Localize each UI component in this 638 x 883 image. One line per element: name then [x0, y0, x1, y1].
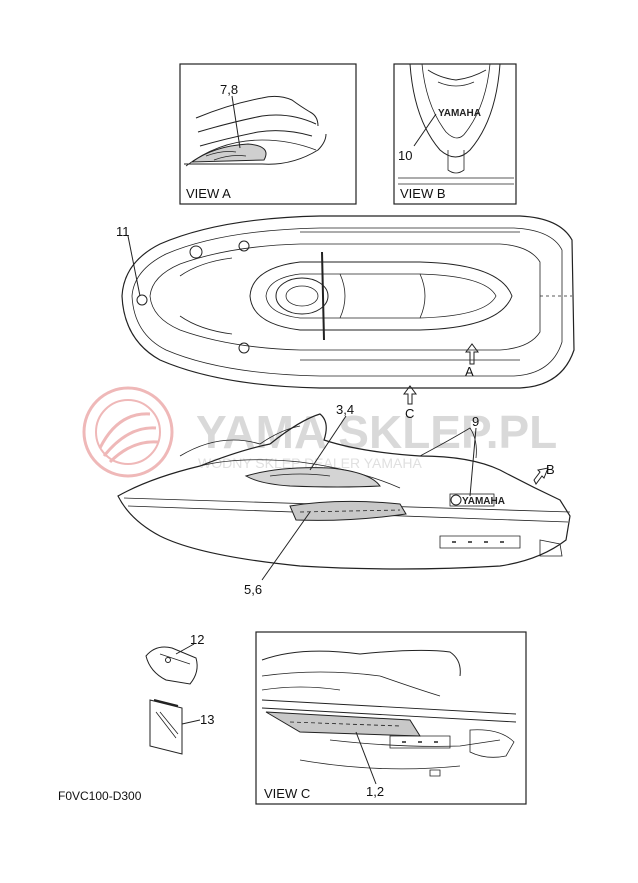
side-view-craft: YAMAHA 3,4 9 5,6 B [117, 402, 571, 597]
part-12-sticker: 12 [145, 632, 204, 685]
decal-3-4 [244, 467, 381, 488]
view-a-label: VIEW A [186, 186, 231, 201]
callout-7-8: 7,8 [220, 82, 238, 97]
view-b-logo: YAMAHA [438, 108, 481, 119]
top-view-craft: 11 A C [116, 215, 575, 421]
callout-5-6: 5,6 [244, 582, 262, 597]
callout-10: 10 [398, 148, 412, 163]
callout-12: 12 [190, 632, 204, 647]
view-b-panel: YAMAHA 10 VIEW B [393, 63, 517, 205]
view-a-decal [190, 143, 267, 163]
callout-11: 11 [116, 224, 130, 239]
arrow-b-label: B [546, 462, 555, 477]
callout-13: 13 [200, 712, 214, 727]
decal-5-6 [289, 500, 407, 521]
arrow-a [465, 343, 479, 365]
watermark: YAMA SKLEP.PL WODNY SKLEP DEALER YAMAHA [82, 386, 557, 478]
arrow-a-label: A [465, 364, 474, 379]
part-13-card: 13 [149, 699, 214, 755]
watermark-title: YAMA SKLEP.PL [196, 406, 557, 458]
arrow-c [403, 385, 417, 405]
view-c-panel: 1,2 VIEW C [255, 631, 527, 805]
watermark-subtitle: WODNY SKLEP DEALER YAMAHA [198, 455, 422, 471]
view-b-label: VIEW B [400, 186, 446, 201]
view-a-panel: 7,8 VIEW A [179, 63, 357, 205]
callout-1-2: 1,2 [366, 784, 384, 799]
figure-code: F0VC100-D300 [58, 789, 142, 803]
arrow-c-label: C [405, 406, 414, 421]
side-logo: YAMAHA [462, 496, 505, 507]
arrow-b [533, 467, 549, 485]
callout-9: 9 [472, 414, 479, 429]
callout-3-4: 3,4 [336, 402, 354, 417]
watermark-logo [82, 386, 174, 478]
view-c-label: VIEW C [264, 786, 310, 801]
